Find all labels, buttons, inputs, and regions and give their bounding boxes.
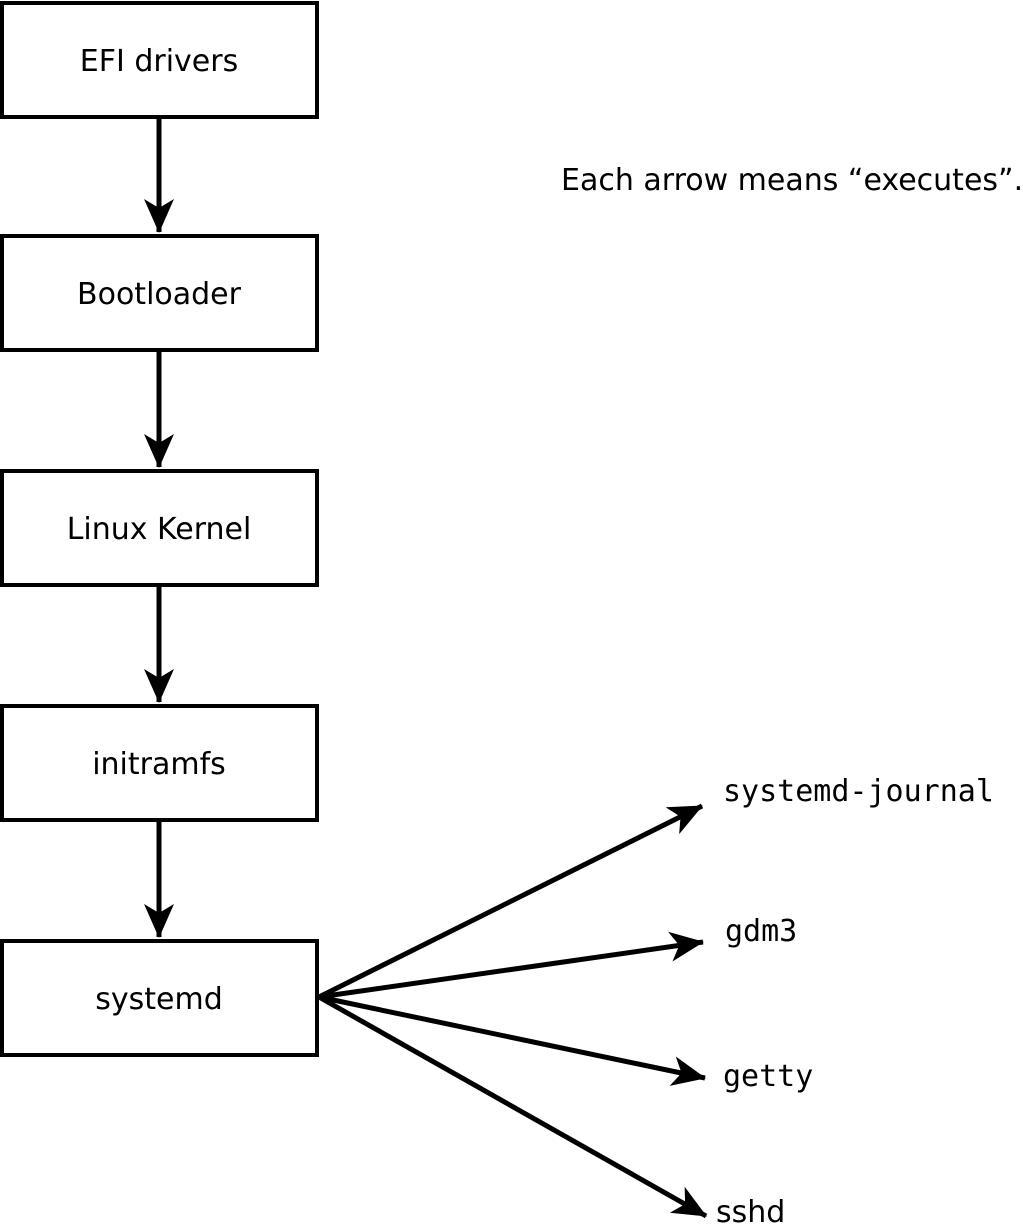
node-label-bootloader: Bootloader xyxy=(77,277,242,312)
node-label-initramfs: initramfs xyxy=(92,747,226,782)
flow-box-systemd xyxy=(0,939,319,1057)
leaf-label-gdm3: gdm3 xyxy=(725,914,797,949)
node-label-systemd: systemd xyxy=(95,982,223,1017)
flow-box-linux-kernel xyxy=(0,469,319,587)
arrow-systemd-to-sshd xyxy=(317,994,708,1219)
arrow-systemd-to-systemd-journal xyxy=(317,803,704,1000)
leaf-label-sshd: sshd xyxy=(716,1195,785,1230)
leaf-label-systemd-journal: systemd-journal xyxy=(723,774,994,809)
diagram-caption: Each arrow means “executes”. xyxy=(561,163,1023,198)
arrow-systemd-to-gdm3 xyxy=(318,931,704,1000)
node-label-linux-kernel: Linux Kernel xyxy=(67,512,252,547)
leaf-label-getty: getty xyxy=(723,1059,813,1094)
arrow-systemd-to-getty xyxy=(318,994,706,1086)
flow-box-bootloader xyxy=(0,234,319,352)
flow-box-efi-drivers xyxy=(0,1,319,119)
node-label-efi-drivers: EFI drivers xyxy=(80,44,238,79)
flow-box-initramfs xyxy=(0,704,319,822)
